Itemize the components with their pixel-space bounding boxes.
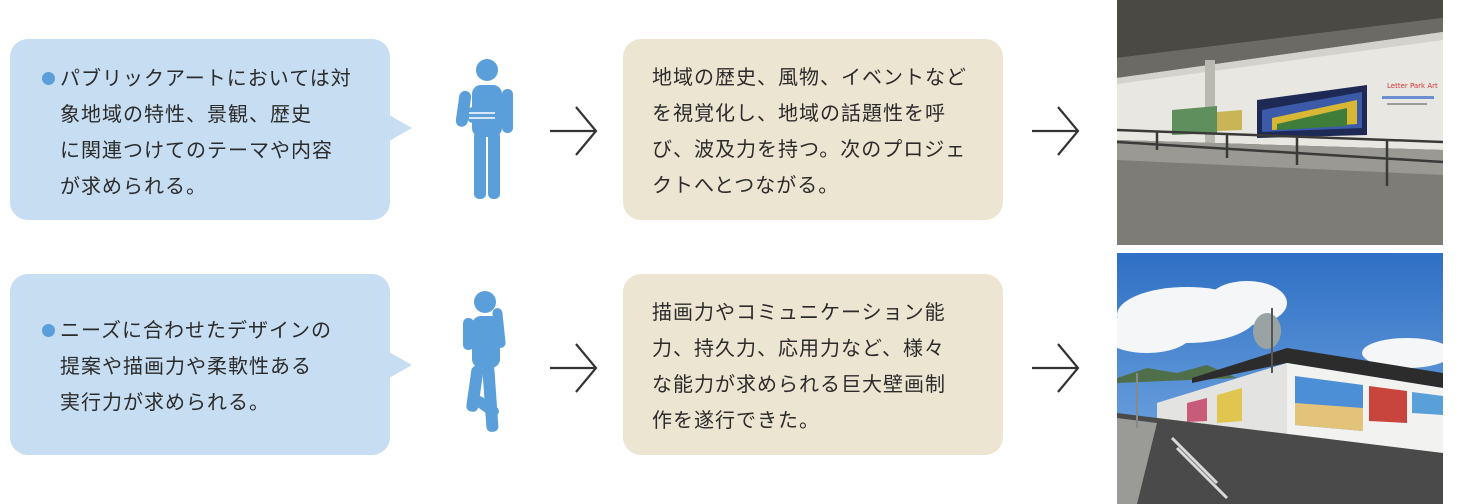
arrow-right-icon xyxy=(550,343,598,393)
speech-tail xyxy=(389,352,412,378)
outdoor-wall-mural-photo xyxy=(1117,253,1443,504)
person-holding-icon xyxy=(455,59,513,199)
arrow-right-icon xyxy=(1032,343,1080,393)
need-text-1: パブリックアートにおいては対 象地域の特性、景観、歴史 に関連つけてのテーマや内… xyxy=(60,66,352,198)
arrow-right-icon xyxy=(1032,106,1080,156)
need-text-2: ニーズに合わせたデザインの 提案や描画力や柔軟性ある 実行力が求められる。 xyxy=(60,318,332,414)
underpass-mural-photo: Letter Park Art xyxy=(1117,0,1443,245)
result-box-1: 地域の歴史、風物、イベントなど を視覚化し、地域の話題性を呼 び、波及力を持つ。… xyxy=(623,39,1003,220)
result-text-2: 描画力やコミュニケーション能 力、持久力、応用力など、様々 な能力が求められる巨… xyxy=(652,300,946,432)
bullet-dot xyxy=(42,324,55,337)
speech-tail xyxy=(389,115,412,141)
bullet-dot xyxy=(42,72,55,85)
need-box-1: パブリックアートにおいては対 象地域の特性、景観、歴史 に関連つけてのテーマや内… xyxy=(10,39,412,220)
arrow-right-icon xyxy=(550,106,598,156)
result-text-1: 地域の歴史、風物、イベントなど を視覚化し、地域の話題性を呼 び、波及力を持つ。… xyxy=(652,65,967,197)
result-box-2: 描画力やコミュニケーション能 力、持久力、応用力など、様々 な能力が求められる巨… xyxy=(623,274,1003,455)
person-thinking-icon xyxy=(463,291,506,432)
mural-sign: Letter Park Art xyxy=(1387,82,1438,90)
need-box-2: ニーズに合わせたデザインの 提案や描画力や柔軟性ある 実行力が求められる。 xyxy=(10,274,412,455)
